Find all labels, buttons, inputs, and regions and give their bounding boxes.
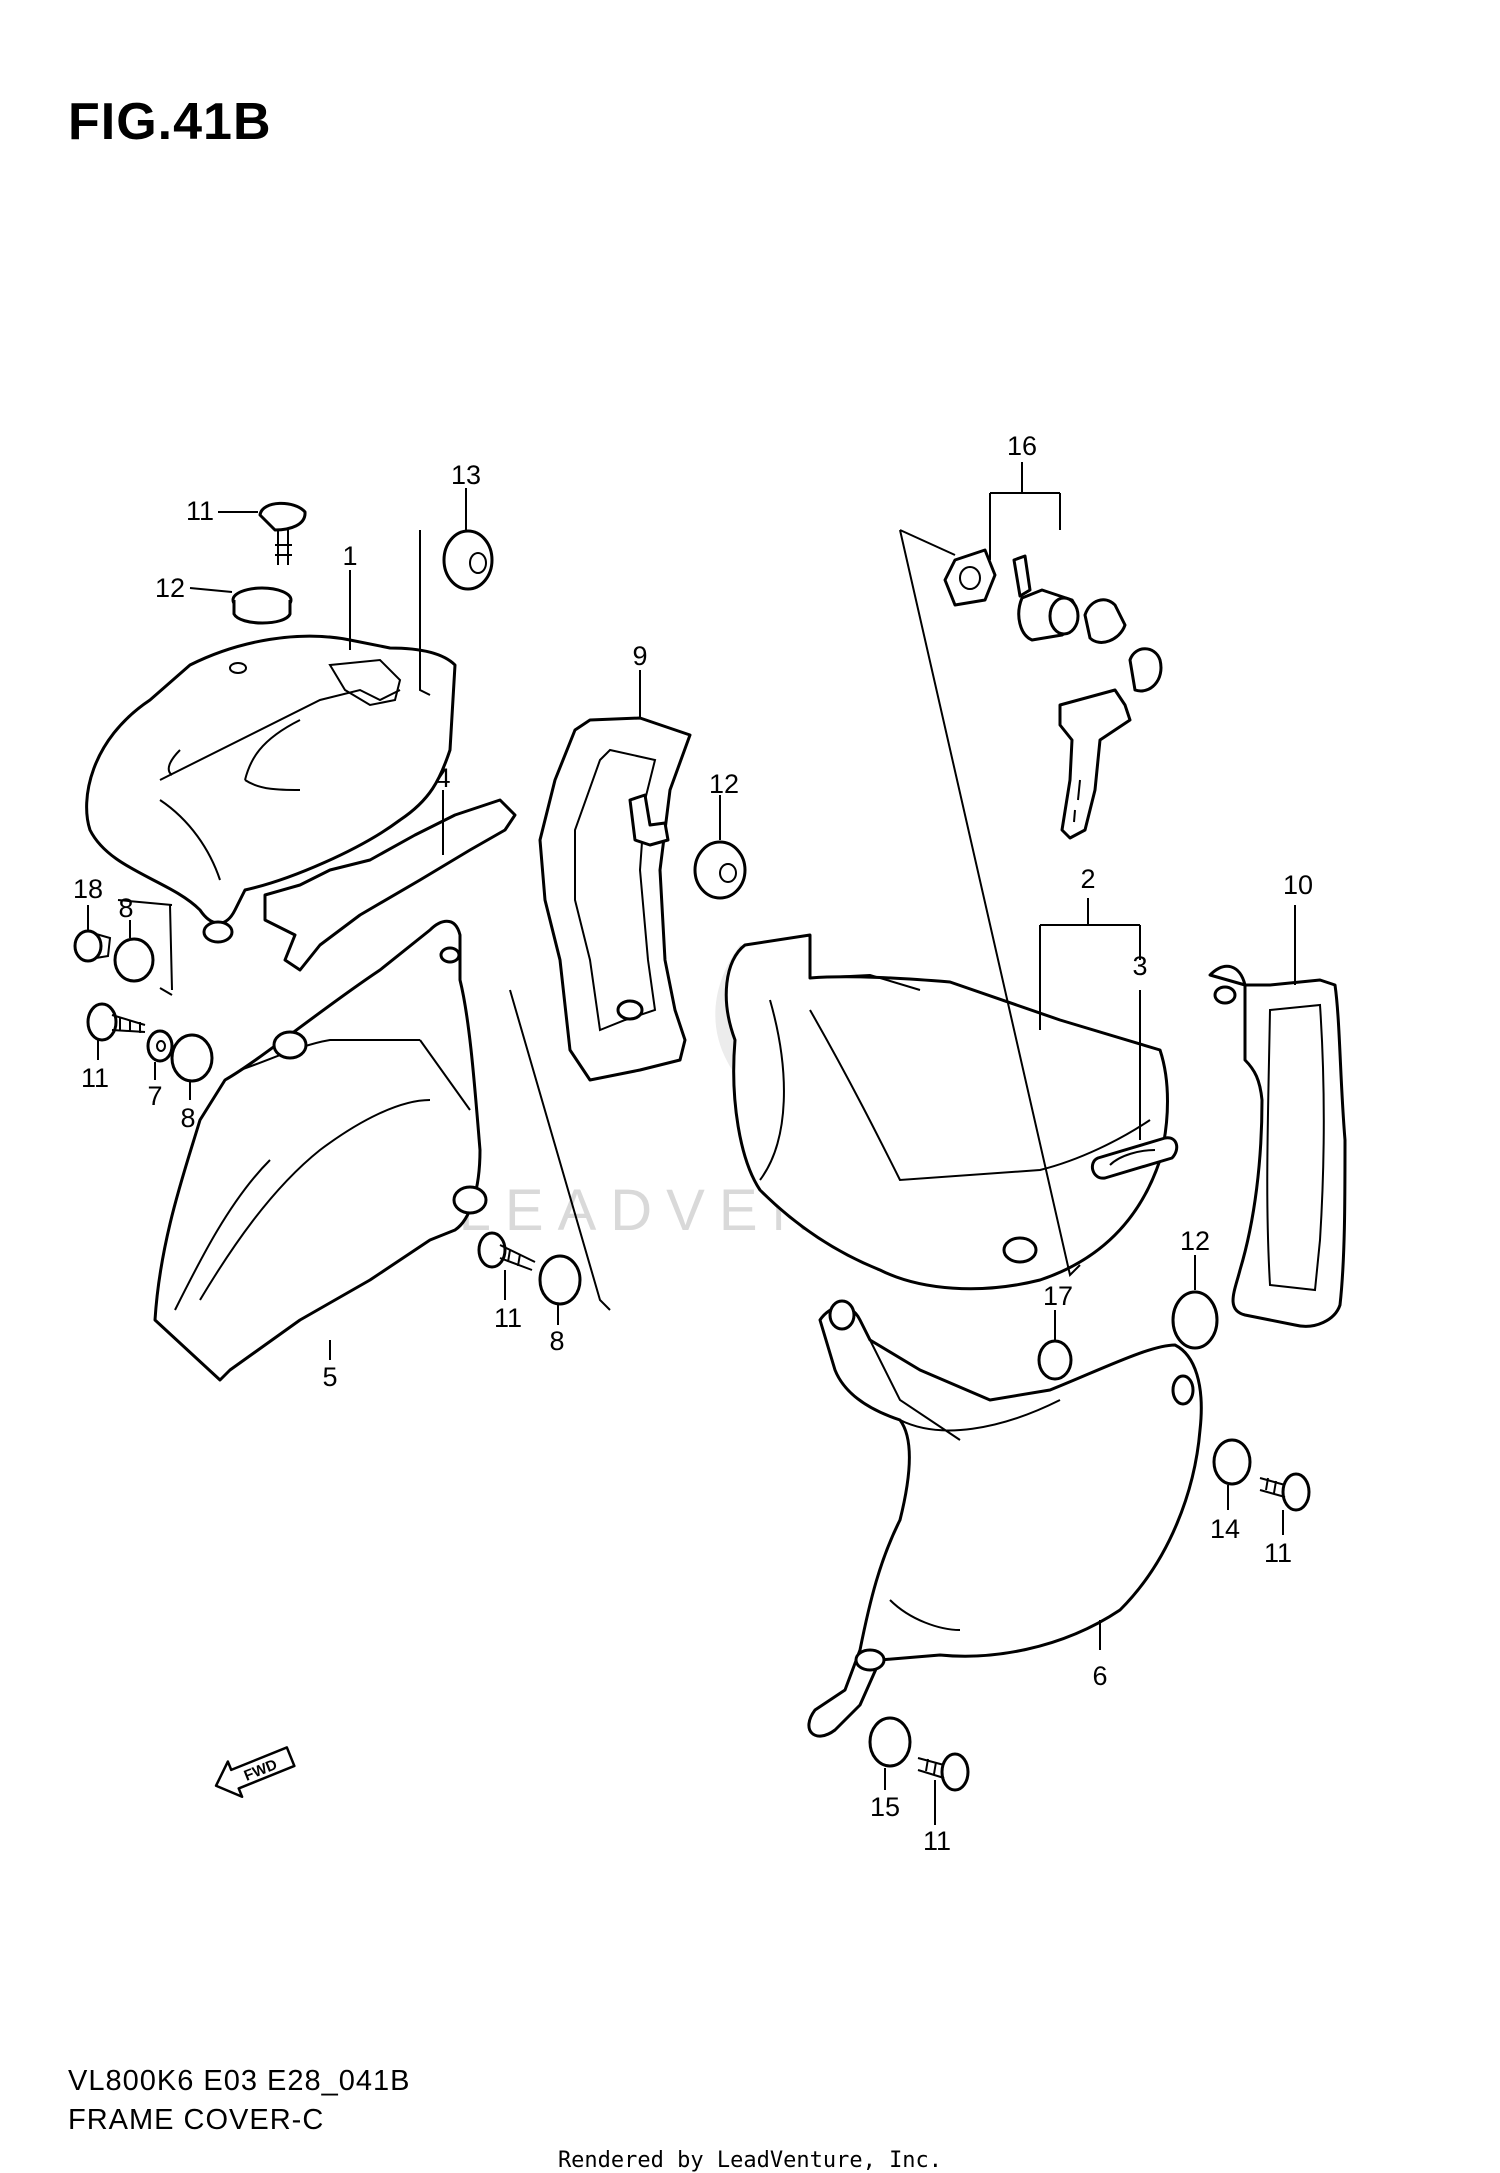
callout-5: 5 <box>322 1362 337 1392</box>
fastener-grommet-12-middle <box>693 840 747 900</box>
callout-14: 14 <box>1210 1514 1240 1544</box>
callout-13: 13 <box>451 460 481 490</box>
part-2-frame-cover-right <box>724 933 1169 1291</box>
callout-11-left: 11 <box>81 1063 109 1093</box>
fastener-bolt-11-middle <box>477 1231 536 1271</box>
fwd-arrow-icon: FWD <box>214 1746 296 1799</box>
callout-7: 7 <box>147 1081 162 1111</box>
part-9-bracket <box>538 716 692 1082</box>
part-5-lower-cover-left <box>153 919 488 1382</box>
fastener-bolt-11-right <box>1259 1472 1311 1512</box>
part-3-emblem <box>1090 1136 1179 1180</box>
callout-8-mid: 8 <box>180 1103 195 1133</box>
fastener-grommet-13 <box>442 529 494 591</box>
fastener-collar-8-left <box>113 937 155 983</box>
callout-2: 2 <box>1080 864 1095 894</box>
part-1-frame-cover-left <box>85 634 457 944</box>
callout-6: 6 <box>1092 1661 1107 1691</box>
callout-11-middle: 11 <box>494 1303 522 1333</box>
model-code: VL800K6 E03 E28_041B <box>68 2065 411 2097</box>
callout-1: 1 <box>342 541 357 571</box>
callout-12-right: 12 <box>1180 1226 1210 1256</box>
callout-8-left: 8 <box>118 893 133 923</box>
fastener-collar-15 <box>868 1716 912 1768</box>
leader-lines <box>87 462 1296 1825</box>
callout-16: 16 <box>1007 431 1037 461</box>
fastener-18 <box>73 929 112 963</box>
callout-12-top: 12 <box>155 573 185 603</box>
fastener-collar-8-mid <box>170 1033 214 1083</box>
part-6-lower-cover-right <box>807 1299 1203 1738</box>
callout-3: 3 <box>1132 951 1147 981</box>
fastener-collar-14 <box>1212 1438 1252 1486</box>
callout-11-bottom: 11 <box>923 1826 951 1856</box>
callout-numbers: 1 2 3 4 5 6 7 8 8 8 9 10 11 11 11 11 11 … <box>73 431 1313 1856</box>
fastener-collar-8-bottom <box>538 1254 582 1306</box>
callout-4: 4 <box>435 763 450 793</box>
callout-11-top: 11 <box>186 496 214 526</box>
callout-18: 18 <box>73 874 103 904</box>
callout-9: 9 <box>632 641 647 671</box>
callout-11-right: 11 <box>1264 1538 1292 1568</box>
figure-title: FIG.41B <box>68 93 272 151</box>
callout-12-middle: 12 <box>709 769 739 799</box>
fastener-bolt-11-top <box>258 501 307 565</box>
fastener-grommet-12-right <box>1171 1290 1219 1350</box>
callout-10: 10 <box>1283 870 1313 900</box>
fastener-grommet-12-top <box>231 586 293 625</box>
fastener-bolt-11-bottom <box>917 1752 970 1792</box>
rendered-by-credit: Rendered by LeadVenture, Inc. <box>557 2148 943 2173</box>
fastener-grommet-17 <box>1037 1339 1073 1381</box>
part-16-lock-set <box>943 548 1163 840</box>
callout-8-bottom: 8 <box>549 1326 564 1356</box>
part-4-plate <box>263 798 517 972</box>
callout-15: 15 <box>870 1792 900 1822</box>
fastener-bolt-11-left <box>86 1002 146 1042</box>
figure-name: FRAME COVER-C <box>68 2104 325 2136</box>
part-10-bracket-right <box>1208 964 1347 1328</box>
fastener-washer-7 <box>146 1029 174 1063</box>
callout-17: 17 <box>1043 1281 1073 1311</box>
